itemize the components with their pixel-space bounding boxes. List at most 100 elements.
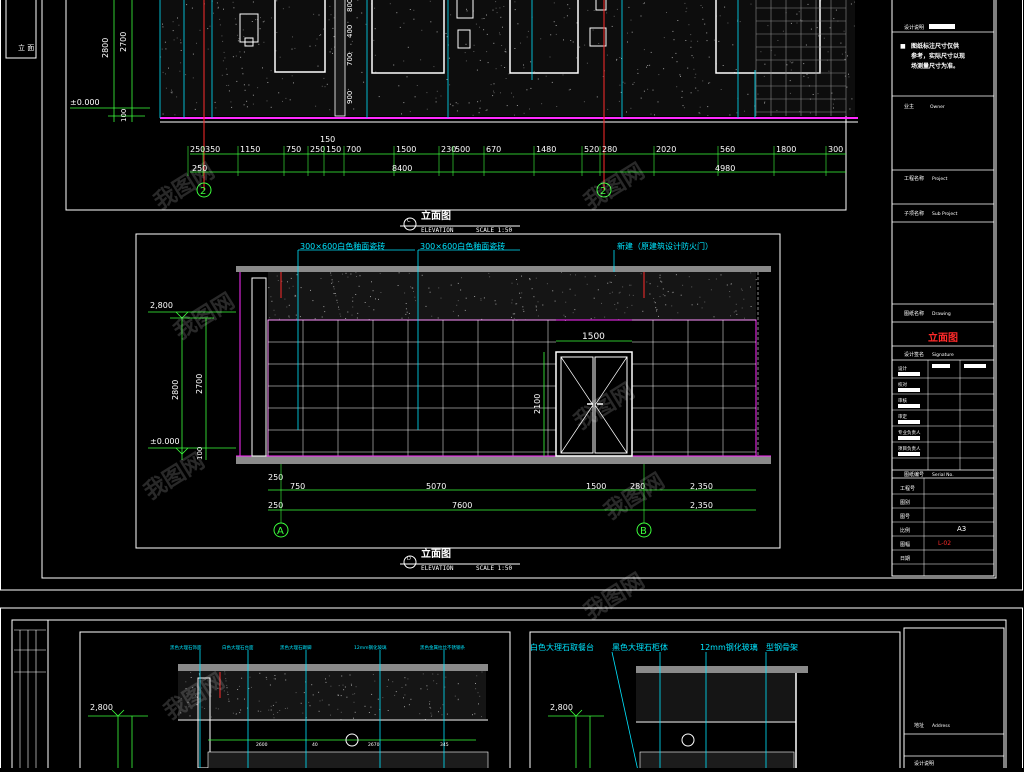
lower-ceiling-band [236, 266, 771, 272]
lower-title-scale: SCALE 1:50 [476, 565, 513, 572]
speckle-dot [719, 15, 721, 17]
speckle-dot [516, 279, 517, 280]
speckle-dot [232, 56, 234, 58]
speckle-dot [446, 79, 448, 80]
speckle-dot [835, 9, 837, 11]
speckle-dot [180, 62, 182, 64]
speckle-dot [373, 309, 375, 311]
speckle-dot [691, 286, 693, 288]
speckle-dot [405, 313, 407, 315]
speckle-dot [486, 14, 487, 16]
speckle-dot [653, 298, 655, 299]
speckle-dot [631, 31, 633, 33]
speckle-dot [572, 312, 574, 314]
speckle-dot [483, 29, 485, 31]
speckle-dot [653, 301, 655, 303]
speckle-dot [843, 30, 845, 32]
speckle-dot [340, 315, 342, 317]
speckle-dot [406, 311, 408, 313]
speckle-dot [521, 292, 523, 294]
speckle-dot [706, 32, 708, 34]
speckle-dot [330, 685, 332, 687]
tb-sign-row-redacted [898, 452, 920, 456]
speckle-dot [435, 101, 437, 103]
speckle-dot [610, 281, 612, 283]
speckle-dot [223, 690, 225, 692]
speckle-dot [504, 67, 506, 68]
speckle-dot [676, 86, 678, 88]
speckle-dot [180, 42, 182, 44]
speckle-dot [185, 688, 187, 690]
speckle-dot [288, 287, 290, 289]
speckle-dot [270, 705, 272, 707]
speckle-dot [675, 52, 677, 54]
speckle-dot [294, 294, 296, 296]
speckle-dot [374, 54, 376, 56]
speckle-dot [174, 114, 176, 116]
speckle-dot [339, 313, 341, 315]
speckle-dot [311, 684, 313, 686]
speckle-dot [640, 15, 642, 17]
speckle-dot [616, 60, 617, 61]
speckle-dot [677, 20, 679, 21]
speckle-dot [323, 28, 324, 30]
upper-axis-bubbles: 2 2 [196, 182, 612, 198]
fixture-1-plug [244, 37, 254, 47]
title-block-rules [892, 31, 994, 479]
upper-dim-label: 700 [346, 145, 361, 154]
speckle-dot [682, 105, 684, 107]
upper-dim-extra: 150 [320, 135, 335, 144]
upper-dim-label: 280 [602, 145, 617, 154]
speckle-dot [750, 3, 752, 5]
speckle-dot [841, 53, 843, 55]
speckle-dot [479, 107, 481, 109]
upper-dim-label: 150 [326, 145, 341, 154]
speckle-dot [613, 15, 615, 17]
speckle-dot [663, 37, 665, 39]
upper-window-3 [509, 0, 579, 74]
speckle-dot [285, 97, 287, 99]
speckle-dot [276, 0, 278, 2]
lower-axis-b: B [640, 526, 647, 537]
speckle-dot [389, 3, 391, 5]
speckle-dot [720, 274, 722, 276]
speckle-dot [288, 316, 290, 318]
speckle-dot [661, 281, 663, 283]
speckle-dot [320, 278, 322, 279]
speckle-dot [214, 101, 216, 103]
speckle-dot [522, 306, 524, 308]
speckle-dot [437, 317, 439, 319]
tb-sign-row-label: 设计 [898, 365, 907, 372]
speckle-dot [278, 92, 280, 94]
speckle-dot [446, 36, 448, 38]
speckle-dot [223, 51, 225, 53]
fixture-5 [595, 0, 607, 11]
speckle-dot [420, 59, 422, 61]
upper-window-2 [371, 0, 445, 74]
speckle-dot [352, 306, 354, 308]
speckle-dot [512, 313, 514, 315]
speckle-dot [657, 101, 659, 103]
speckle-dot [222, 40, 224, 42]
speckle-dot [359, 275, 361, 277]
sheet2-left-leaders [199, 650, 445, 772]
speckle-dot [562, 74, 564, 76]
speckle-dot [217, 708, 219, 710]
speckle-dot [680, 294, 682, 296]
speckle-dot [319, 700, 321, 702]
speckle-dot [691, 304, 693, 306]
sheet2-left-note: 白色大理石台面 [222, 644, 254, 651]
speckle-dot [349, 674, 351, 676]
watermark-text: 我图网 [580, 159, 649, 215]
speckle-dot [161, 48, 163, 50]
speckle-dot [694, 77, 696, 79]
speckle-dot [658, 315, 659, 317]
lower-title-text: 立面图 [421, 547, 451, 560]
speckle-dot [445, 676, 447, 678]
speckle-dot [441, 714, 443, 716]
speckle-dot [296, 274, 298, 276]
speckle-dot [194, 108, 196, 110]
speckle-dot [473, 51, 475, 52]
speckle-dot [223, 8, 224, 10]
speckle-dot [452, 105, 454, 107]
